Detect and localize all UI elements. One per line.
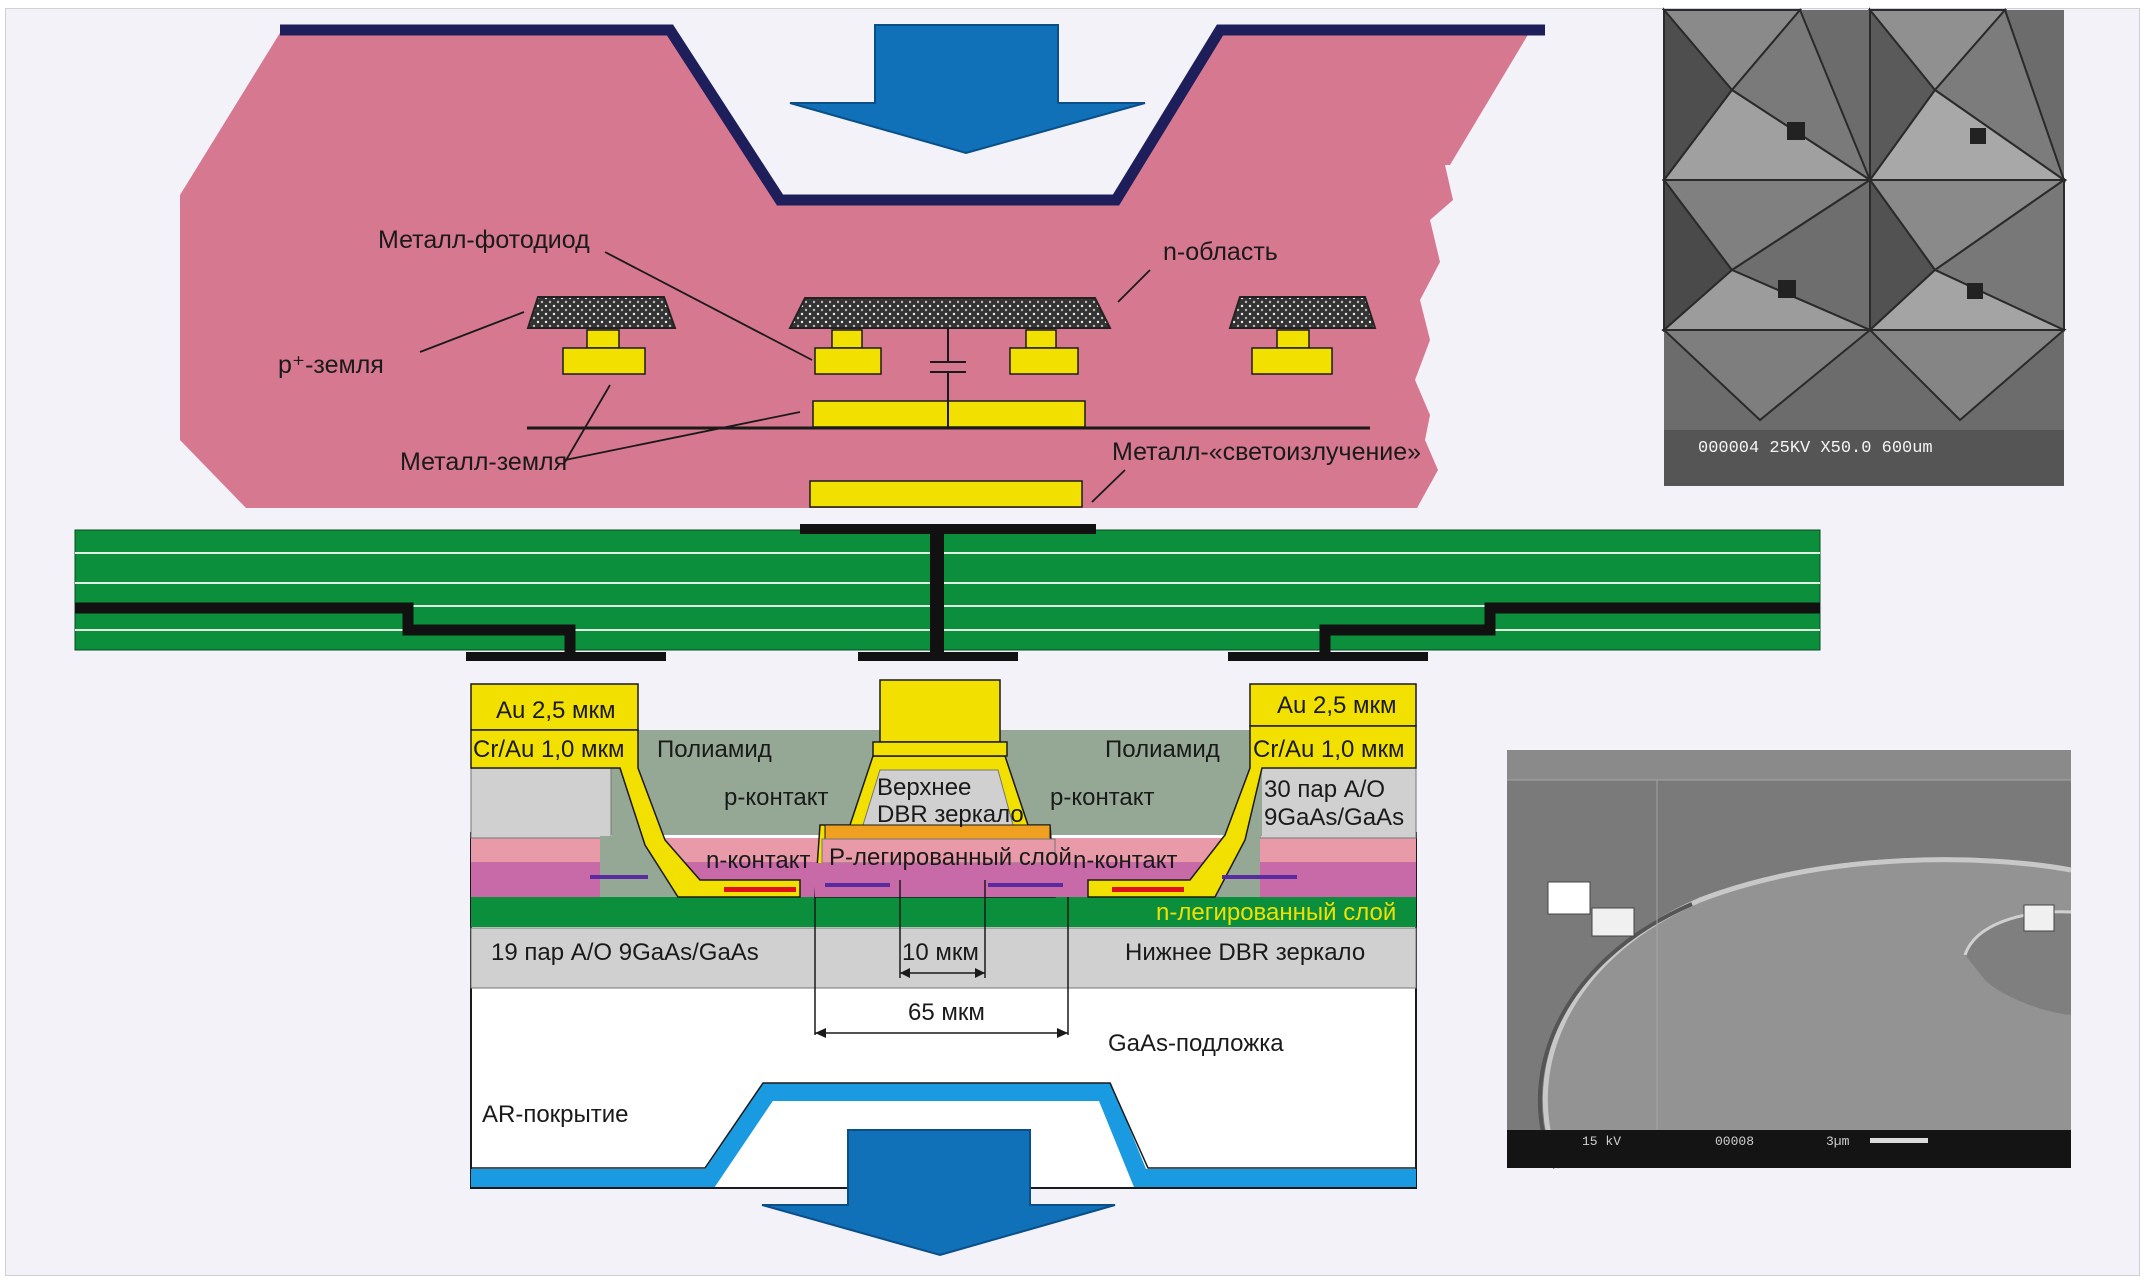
bottom-dbr xyxy=(470,927,1417,989)
pink-substrate xyxy=(180,28,1532,508)
leader-lines-top xyxy=(419,251,1151,503)
photodiode-substrate xyxy=(180,24,1545,508)
label-au-left: Au 2,5 мкм xyxy=(496,697,616,724)
sem-bottom-kv: 15 kV xyxy=(1582,1134,1621,1149)
label-pairs-30-1: 30 пар A/O xyxy=(1264,776,1385,803)
label-p-doped: P-легированный слой xyxy=(829,844,1072,871)
vcsel-labels: Au 2,5 мкм Au 2,5 мкм Cr/Au 1,0 мкм Cr/A… xyxy=(473,692,1405,1128)
label-metal-photodiode: Металл-фотодиод xyxy=(378,226,590,254)
label-polyamide-left: Полиамид xyxy=(657,736,772,763)
right-trace xyxy=(1319,602,1820,652)
label-substrate: GaAs-подложка xyxy=(1108,1030,1284,1057)
label-top-dbr-2: DBR зеркало xyxy=(877,801,1024,828)
label-metal-emission: Металл-«светоизлучение» xyxy=(1112,438,1421,466)
cr-au-left xyxy=(470,729,801,898)
label-crau-right: Cr/Au 1,0 мкм xyxy=(1253,736,1405,763)
p-ground-right xyxy=(1228,296,1377,329)
sem-image-pyramids: 000004 25KV X50.0 600um xyxy=(1661,7,2068,486)
incoming-light-arrow xyxy=(789,24,1146,155)
label-crau-left: Cr/Au 1,0 мкм xyxy=(473,736,625,763)
outgoing-light-arrow xyxy=(761,1129,1116,1257)
center-via xyxy=(930,533,944,658)
label-top-dbr-1: Верхнее xyxy=(877,774,971,801)
ar-coating xyxy=(471,1083,1416,1187)
label-n-doped: n-легированный слой xyxy=(1156,899,1396,926)
label-metal-ground: Металл-земля xyxy=(400,448,567,476)
label-p-ground: p⁺-земля xyxy=(278,351,384,379)
label-pairs-19: 19 пар A/O 9GaAs/GaAs xyxy=(491,939,759,966)
sem-image-mesa: 15 kV 00008 3µm xyxy=(1507,750,2072,1170)
label-p-contact-left: p-контакт xyxy=(724,784,829,811)
label-n-contact-right: n-контакт xyxy=(1073,847,1178,874)
sem-top-caption: 000004 25KV X50.0 600um xyxy=(1698,439,1933,458)
label-dim-10: 10 мкм xyxy=(902,939,979,966)
label-ar-coating: AR-покрытие xyxy=(482,1101,629,1128)
label-bottom-dbr: Нижнее DBR зеркало xyxy=(1125,939,1365,966)
label-dim-65: 65 мкм xyxy=(908,999,985,1026)
label-polyamide-right: Полиамид xyxy=(1105,736,1220,763)
n-region-center xyxy=(788,297,1112,329)
top-contact-pad xyxy=(800,524,1096,534)
n-doped-layer xyxy=(471,897,1416,927)
sem-bottom-id: 00008 xyxy=(1715,1134,1754,1149)
sem-bottom-scale: 3µm xyxy=(1826,1134,1850,1149)
pcb-board xyxy=(74,524,1821,661)
label-pairs-30-2: 9GaAs/GaAs xyxy=(1264,804,1404,831)
label-au-right: Au 2,5 мкм xyxy=(1277,692,1397,719)
left-trace xyxy=(75,602,576,652)
dark-surface-edge xyxy=(280,24,1545,206)
label-p-contact-right: p-контакт xyxy=(1050,784,1155,811)
label-n-region: n-область xyxy=(1163,238,1278,266)
capacitor-symbol xyxy=(930,328,966,428)
top-au-pad xyxy=(879,679,1001,743)
vcsel-cross-section xyxy=(470,679,1417,1189)
top-labels: Металл-фотодиод n-область p⁺-земля Метал… xyxy=(278,226,1421,476)
label-n-contact-left: n-контакт xyxy=(706,847,811,874)
cr-au-right xyxy=(1087,725,1417,898)
p-ground-left xyxy=(526,296,677,329)
metal-emission-pad xyxy=(809,480,1083,508)
